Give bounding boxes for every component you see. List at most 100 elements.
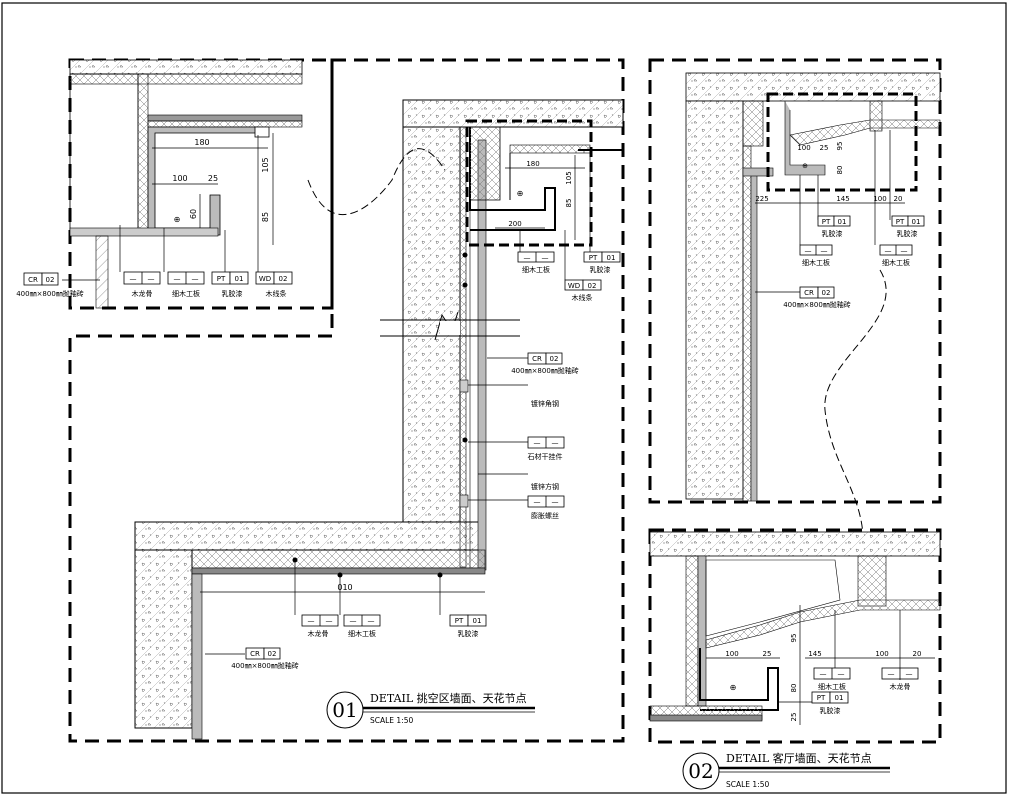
svg-text:25: 25 (820, 144, 829, 152)
svg-text:400㎜×800㎜抛釉砖: 400㎜×800㎜抛釉砖 (511, 366, 579, 375)
dim-105: 105 (261, 157, 270, 172)
svg-text:95: 95 (790, 634, 798, 643)
svg-text:145: 145 (836, 195, 849, 203)
svg-text:—: — (838, 670, 845, 678)
tag-cr-02-top: CR 02 400㎜×800㎜抛釉砖 (783, 286, 851, 309)
dim-180: 180 (194, 138, 209, 147)
detail-title-02: DETAIL 客厅墙面、天花节点 (726, 751, 872, 765)
svg-text:400㎜×800㎜抛釉砖: 400㎜×800㎜抛釉砖 (783, 300, 851, 309)
detail-01-callout (465, 119, 593, 247)
svg-text:01: 01 (912, 218, 921, 226)
left-wall (134, 549, 193, 729)
callout-leader (307, 148, 446, 215)
svg-text:—: — (821, 247, 828, 255)
tag-stone-hanger: — — 石材干挂件 (528, 436, 565, 461)
tag-cr-inset: CR 02 400㎜×800㎜抛釉砖 (16, 272, 84, 298)
svg-text:—: — (885, 247, 892, 255)
svg-text:—: — (805, 247, 812, 255)
svg-text:细木工板: 细木工板 (802, 258, 830, 267)
svg-text:—: — (534, 498, 541, 506)
tag-fine-board-inset: — — 细木工板 (167, 271, 205, 298)
svg-text:CR: CR (28, 276, 38, 284)
svg-text:石材干挂件: 石材干挂件 (528, 452, 563, 461)
svg-text:100: 100 (873, 195, 886, 203)
detail-scale-02: SCALE 1:50 (726, 780, 769, 789)
ceiling-slab-bottom (134, 521, 486, 551)
svg-text:100: 100 (725, 650, 738, 658)
dim-85b: 85 (565, 199, 573, 208)
tag-fine-board-02-top-b: — — 细木工板 (879, 244, 913, 267)
callout-dimensions: 180 105 85 200 010 (200, 155, 585, 593)
dim-60: 60 (189, 209, 198, 219)
svg-text:20: 20 (913, 650, 922, 658)
svg-text:CR: CR (532, 355, 542, 363)
svg-text:乳胶漆: 乳胶漆 (458, 629, 479, 638)
detail-02-top-dimensions: 100 25 95 80 225 145 100 20 (755, 142, 905, 204)
dim-100: 100 (172, 174, 187, 183)
svg-text:02: 02 (268, 650, 277, 658)
svg-text:木龙骨: 木龙骨 (132, 289, 153, 298)
svg-text:PT: PT (822, 218, 831, 226)
svg-text:20: 20 (894, 195, 903, 203)
title-block-01: 01 DETAIL 挑空区墙面、天花节点 SCALE 1:50 (326, 691, 535, 729)
svg-text:80: 80 (836, 166, 844, 175)
svg-text:—: — (130, 275, 137, 283)
svg-text:02: 02 (279, 275, 288, 283)
tag-fine-board-ceiling: — — 细木工板 (343, 614, 381, 638)
svg-text:—: — (174, 275, 181, 283)
inset-drawing: ⊕ (69, 59, 303, 309)
svg-text:乳胶漆: 乳胶漆 (590, 265, 611, 274)
tag-pt-02-top-a: PT 01 乳胶漆 (817, 215, 851, 238)
svg-text:100: 100 (875, 650, 888, 658)
svg-text:木龙骨: 木龙骨 (308, 629, 329, 638)
svg-text:—: — (192, 275, 199, 283)
svg-text:—: — (552, 498, 559, 506)
svg-text:⊕: ⊕ (802, 162, 808, 170)
detail-01: ⊕ ⊕ 180 100 (62, 58, 625, 743)
tag-pt-02-bottom: PT 01 乳胶漆 (811, 691, 849, 715)
tag-expansion-bolt: — — 膨胀螺丝 (527, 495, 565, 520)
dim-180b: 180 (526, 160, 539, 168)
svg-text:—: — (326, 617, 333, 625)
svg-text:⊕: ⊕ (517, 189, 524, 198)
detail-number-02: 02 (688, 759, 713, 783)
svg-text:—: — (308, 617, 315, 625)
dim-010: 010 (337, 583, 352, 592)
tile-layer (477, 139, 487, 571)
tag-fine-board-callout: — — 细木工板 (517, 251, 555, 274)
label-galv-angle: 镀锌角钢 (531, 399, 559, 408)
detail-02-bottom-boundary (648, 528, 942, 744)
svg-text:乳胶漆: 乳胶漆 (822, 229, 843, 238)
svg-text:细木工板: 细木工板 (818, 682, 846, 691)
dim-25: 25 (208, 174, 218, 183)
svg-text:乳胶漆: 乳胶漆 (222, 289, 243, 298)
detail-01-boundary (68, 58, 625, 743)
svg-text:—: — (534, 439, 541, 447)
svg-text:细木工板: 细木工板 (522, 265, 550, 274)
svg-text:02: 02 (46, 276, 55, 284)
svg-text:225: 225 (755, 195, 768, 203)
detail-02-leader (824, 269, 887, 536)
svg-text:木线条: 木线条 (572, 293, 593, 302)
tag-fine-board-02-top-a: — — 细木工板 (799, 244, 833, 267)
ceiling-board (191, 549, 486, 569)
label-tile-inset: 400㎜×800㎜抛釉砖 (16, 289, 84, 298)
detail-02-top-boundary (648, 58, 942, 504)
dim-105b: 105 (565, 171, 573, 184)
tag-fine-board-02-bottom: — — 细木工板 (813, 667, 851, 691)
vertical-wall (402, 99, 461, 524)
svg-text:木线条: 木线条 (266, 289, 287, 298)
dim-85: 85 (261, 212, 270, 222)
svg-text:02: 02 (550, 355, 559, 363)
svg-text:PT: PT (817, 694, 826, 702)
svg-text:25: 25 (763, 650, 772, 658)
svg-text:400㎜×800㎜抛釉砖: 400㎜×800㎜抛釉砖 (231, 661, 299, 670)
svg-text:01: 01 (838, 218, 847, 226)
tag-cr-leftwall: CR 02 400㎜×800㎜抛釉砖 (231, 647, 299, 670)
detail-number-01: 01 (332, 698, 357, 722)
detail-02-bottom-dimensions: 100 25 95 80 25 145 100 20 (706, 605, 935, 725)
tag-pt-02-top-b: PT 01 乳胶漆 (891, 215, 925, 238)
svg-text:膨胀螺丝: 膨胀螺丝 (531, 511, 559, 520)
detail-02-top: ⊕ 100 25 95 80 225 145 100 20 (648, 58, 942, 536)
